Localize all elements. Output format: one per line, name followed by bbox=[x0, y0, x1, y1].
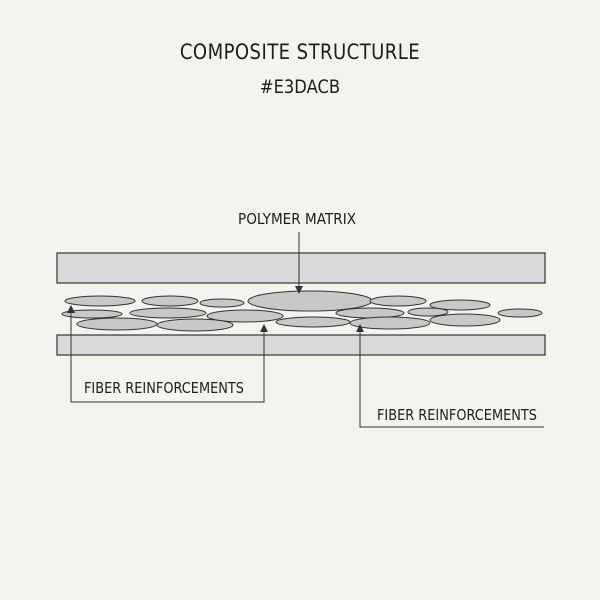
bottom-plate bbox=[56, 334, 546, 356]
fiber-ellipse bbox=[369, 295, 427, 307]
diagram-subtitle: #E3DACB bbox=[259, 76, 341, 98]
fiber-right-label: FIBER REINFORCEMENTS bbox=[377, 406, 537, 424]
fiber-ellipse bbox=[76, 317, 158, 331]
fiber-left-callout-frame bbox=[70, 312, 265, 403]
fiber-ellipse bbox=[407, 307, 449, 317]
fiber-layer bbox=[61, 290, 543, 332]
fiber-ellipse bbox=[141, 295, 199, 307]
diagram-title: COMPOSITE STRUCTURLE bbox=[179, 40, 421, 64]
fiber-left-label: FIBER REINFORCEMENTS bbox=[84, 379, 244, 397]
fiber-ellipse bbox=[429, 299, 491, 311]
polymer-matrix-label: POLYMER MATRIX bbox=[238, 210, 356, 228]
fiber-ellipse bbox=[61, 309, 123, 319]
top-plate bbox=[56, 252, 546, 284]
fiber-ellipse bbox=[247, 290, 373, 312]
fiber-ellipse bbox=[497, 308, 543, 318]
fiber-ellipse bbox=[129, 307, 207, 319]
fiber-ellipse bbox=[156, 318, 234, 332]
fiber-ellipse bbox=[429, 313, 501, 327]
fiber-ellipse bbox=[349, 316, 431, 330]
fiber-ellipse bbox=[335, 307, 405, 319]
fiber-ellipse bbox=[275, 316, 351, 328]
fiber-right-callout-frame bbox=[359, 330, 544, 428]
fiber-ellipse bbox=[206, 309, 284, 323]
fiber-ellipse bbox=[199, 298, 245, 308]
fiber-ellipse bbox=[64, 295, 136, 307]
